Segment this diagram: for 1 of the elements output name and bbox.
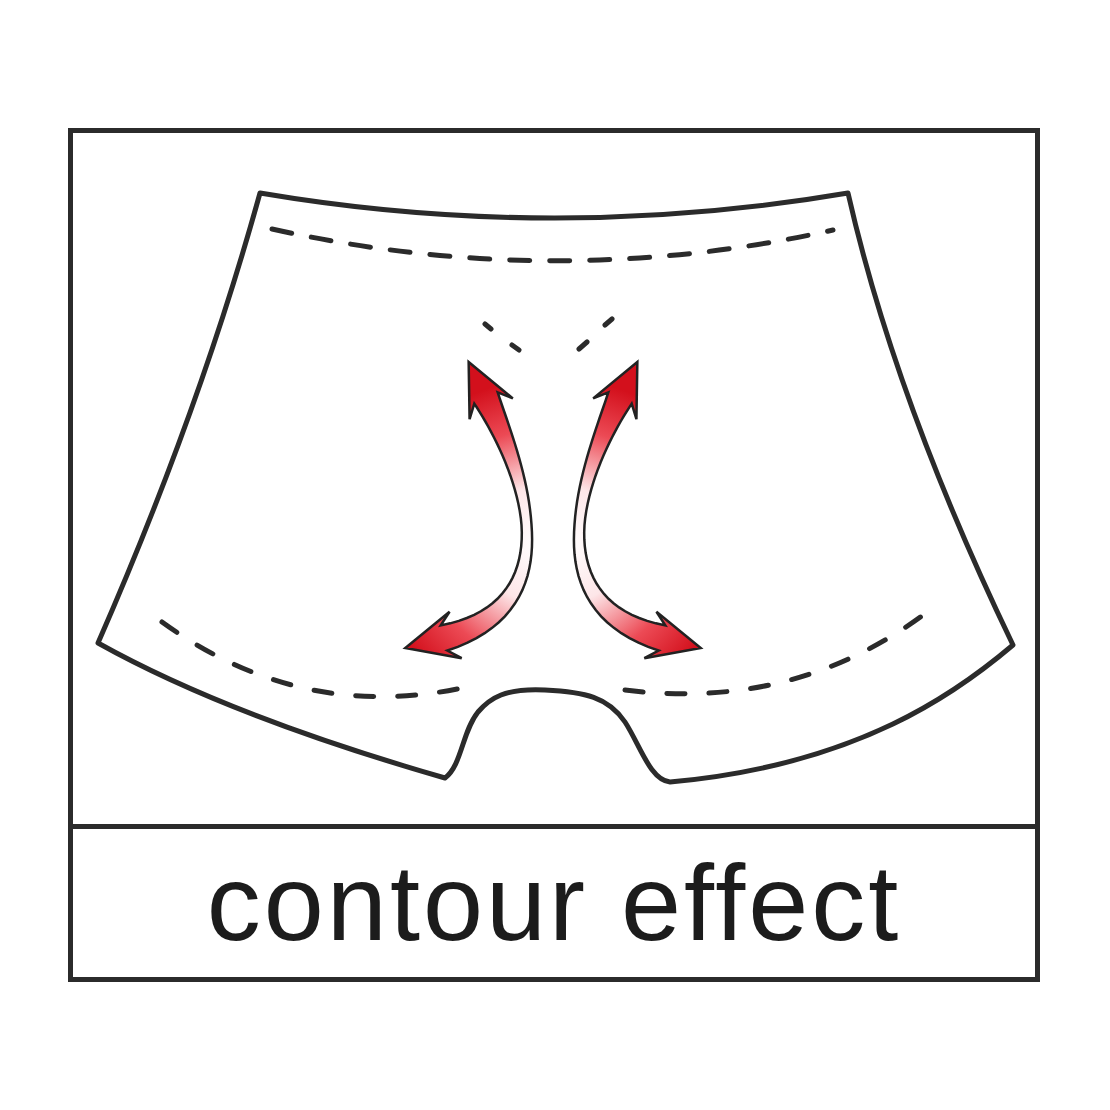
caption-text: contour effect: [206, 849, 902, 957]
